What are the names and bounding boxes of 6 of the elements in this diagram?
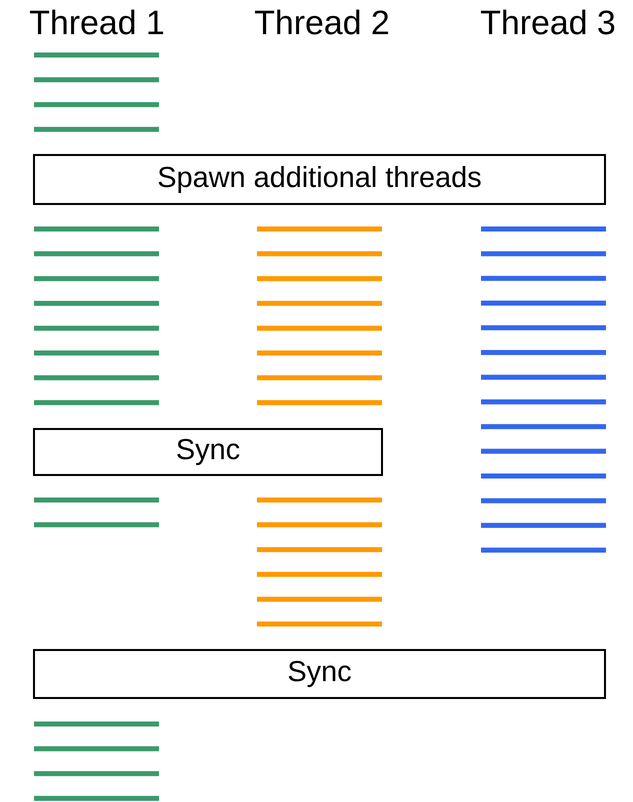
- thread-heading: Thread 1: [30, 10, 164, 34]
- sync-box: Spawn additional threads: [33, 154, 606, 205]
- sync-box: Sync: [33, 428, 383, 476]
- sync-box: Sync: [33, 649, 606, 699]
- thread-heading: Thread 3: [480, 10, 614, 34]
- thread-heading: Thread 2: [254, 10, 388, 34]
